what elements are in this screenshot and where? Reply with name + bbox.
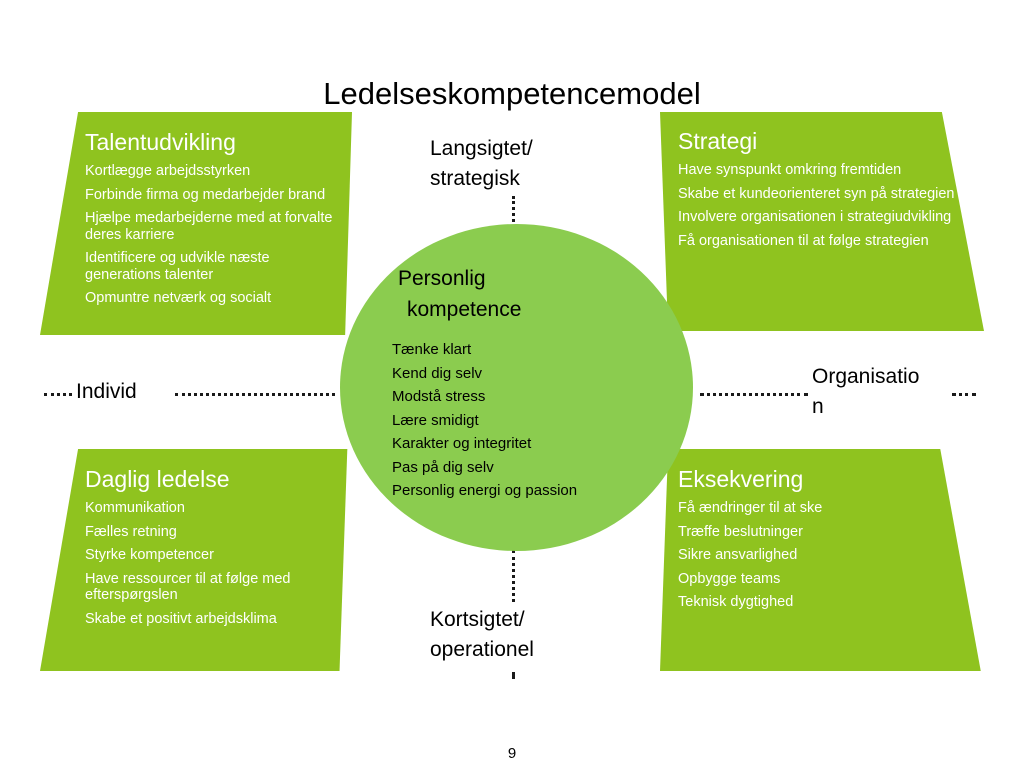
quadrant-heading-eksekvering: Eksekvering [678, 466, 804, 492]
quadrant-shape-top-left [40, 112, 352, 335]
list-item: Have ressourcer til at følge med eftersp… [85, 570, 291, 604]
quadrant-bottom-left: Daglig ledelse Kommunikation Fælles retn… [85, 466, 347, 634]
list-item: Involvere organisationen i strategiudvik… [678, 209, 952, 225]
dotted-line-left-outer [44, 393, 72, 396]
axis-bottom-line-1: Kortsigtet/ [430, 608, 525, 631]
quadrant-shape-bottom-right [660, 449, 981, 671]
list-item: Modstå stress [392, 388, 486, 405]
center-circle-heading: Personlig kompetence [398, 263, 598, 325]
list-item: Hjælpe medarbejderne med at forvalte der… [85, 210, 333, 243]
page-number: 9 [507, 745, 517, 762]
dotted-line-left-inner [175, 393, 335, 396]
list-item: Identificere og udvikle næste generation… [85, 250, 270, 283]
axis-right-line-1: Organisatio [812, 365, 920, 388]
dotted-line-bottom-lower [512, 672, 515, 678]
axis-label-right: Organisatio n [812, 362, 948, 422]
quadrant-bottom-right: Eksekvering Få ændringer til at ske Træf… [678, 466, 958, 618]
dotted-line-right-outer [952, 393, 976, 396]
list-item: Teknisk dygtighed [678, 594, 794, 610]
center-heading-line-1: Personlig [398, 267, 486, 290]
quadrant-list-strategi: Have synspunkt omkring fremtiden Skabe e… [678, 162, 978, 249]
quadrant-shape-bottom-left [40, 449, 348, 671]
quadrant-heading-talentudvikling: Talentudvikling [85, 129, 236, 155]
list-item: Skabe et kundeorienteret syn på strategi… [678, 185, 955, 202]
list-item: Tænke klart [392, 341, 472, 358]
quadrant-top-left: Talentudvikling Kortlægge arbejdsstyrken… [85, 129, 337, 314]
axis-label-left: Individ [76, 377, 216, 407]
axis-bottom-line-2: operationel [430, 638, 534, 661]
center-circle-list: Tænke klart Kend dig selv Modstå stress … [392, 338, 732, 503]
axis-top-line-2: strategisk [430, 167, 520, 190]
axis-label-top: Langsigtet/ strategisk [430, 134, 630, 194]
list-item: Få organisationen til at følge strategie… [678, 232, 929, 249]
center-circle-personlig-kompetence [340, 224, 693, 551]
list-item: Lære smidigt [392, 411, 479, 429]
quadrant-top-right: Strategi Have synspunkt omkring fremtide… [678, 128, 978, 256]
page-title: Ledelseskompetencemodel [323, 76, 701, 111]
list-item: Sikre ansvarlighed [678, 547, 798, 563]
axis-left-line-1: Individ [76, 380, 137, 403]
list-item: Personlig energi og passion [392, 482, 578, 499]
list-item: Opbygge teams [678, 570, 781, 587]
list-item: Styrke kompetencer [85, 547, 214, 563]
quadrant-heading-strategi: Strategi [678, 128, 758, 154]
center-heading-line-2: kompetence [407, 298, 522, 321]
list-item: Skabe et positivt arbejdsklima [85, 610, 277, 627]
quadrant-list-eksekvering: Få ændringer til at ske Træffe beslutnin… [678, 500, 958, 611]
list-item: Pas på dig selv [392, 458, 494, 476]
dotted-line-bottom-upper [512, 550, 515, 602]
list-item: Kortlægge arbejdsstyrken [85, 163, 251, 179]
quadrant-list-daglig-ledelse: Kommunikation Fælles retning Styrke komp… [85, 500, 347, 627]
quadrant-shape-top-right [660, 112, 984, 331]
list-item: Få ændringer til at ske [678, 500, 823, 516]
list-item: Opmuntre netværk og socialt [85, 290, 272, 306]
list-item: Træffe beslutninger [678, 523, 803, 540]
axis-label-bottom: Kortsigtet/ operationel [430, 605, 630, 665]
axis-top-line-1: Langsigtet/ [430, 137, 533, 160]
list-item: Forbinde firma og medarbejder brand [85, 186, 326, 203]
list-item: Karakter og integritet [392, 435, 532, 452]
quadrant-list-talentudvikling: Kortlægge arbejdsstyrken Forbinde firma … [85, 163, 337, 307]
list-item: Have synspunkt omkring fremtiden [678, 162, 902, 178]
axis-right-line-2: n [812, 395, 824, 418]
dotted-line-right-inner [700, 393, 808, 396]
list-item: Kend dig selv [392, 364, 483, 382]
list-item: Fælles retning [85, 523, 177, 540]
center-circle-content: Personlig kompetence Tænke klart Kend dig… [340, 224, 740, 551]
quadrant-heading-daglig-ledelse: Daglig ledelse [85, 466, 230, 492]
dotted-line-top [512, 196, 515, 228]
list-item: Kommunikation [85, 500, 185, 516]
